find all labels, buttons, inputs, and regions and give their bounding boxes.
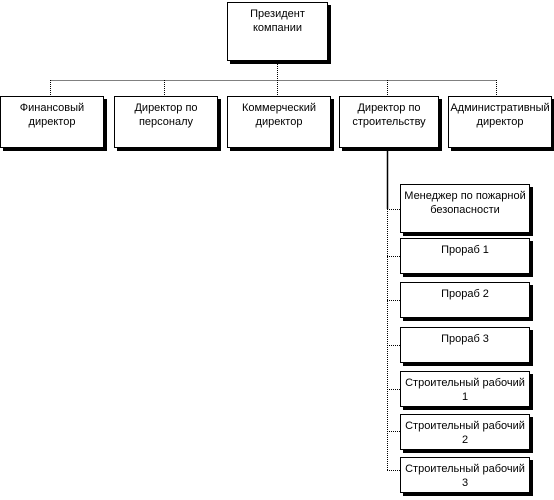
president-label: Президент компании — [250, 8, 305, 34]
staff-box-foreman-3: Прораб 3 — [400, 327, 530, 363]
staff-box-construction-worker-3: Строительный рабочий 3 — [400, 457, 530, 493]
staff-label-foreman-2: Прораб 2 — [441, 288, 489, 300]
staff-label-construction-worker-3: Строительный рабочий 3 — [405, 463, 525, 489]
staff-box-fire-safety-manager: Менеджер по пожарной безопасности — [400, 184, 530, 233]
director-label-hr: Директор по персоналу — [134, 102, 198, 128]
staff-box-construction-worker-1: Строительный рабочий 1 — [400, 371, 530, 407]
staff-label-foreman-1: Прораб 1 — [441, 244, 489, 256]
director-box-construction: Директор по строительству — [339, 96, 439, 148]
director-label-admin: Административный директор — [450, 102, 550, 128]
director-label-construction: Директор по строительству — [352, 102, 426, 128]
staff-label-foreman-3: Прораб 3 — [441, 333, 489, 345]
staff-label-construction-worker-2: Строительный рабочий 2 — [405, 420, 525, 446]
director-label-commercial: Коммерческий директор — [241, 102, 317, 128]
staff-label-construction-worker-1: Строительный рабочий 1 — [405, 377, 525, 403]
staff-box-foreman-1: Прораб 1 — [400, 238, 530, 274]
staff-box-foreman-2: Прораб 2 — [400, 282, 530, 318]
staff-label-fire-safety-manager: Менеджер по пожарной безопасности — [404, 190, 526, 216]
director-box-financial: Финансовый директор — [0, 96, 104, 148]
president-box: Президент компании — [227, 2, 328, 61]
director-box-admin: Административный директор — [448, 96, 552, 148]
director-box-hr: Директор по персоналу — [114, 96, 218, 148]
director-label-financial: Финансовый директор — [19, 102, 85, 128]
staff-box-construction-worker-2: Строительный рабочий 2 — [400, 414, 530, 450]
director-box-commercial: Коммерческий директор — [227, 96, 331, 148]
